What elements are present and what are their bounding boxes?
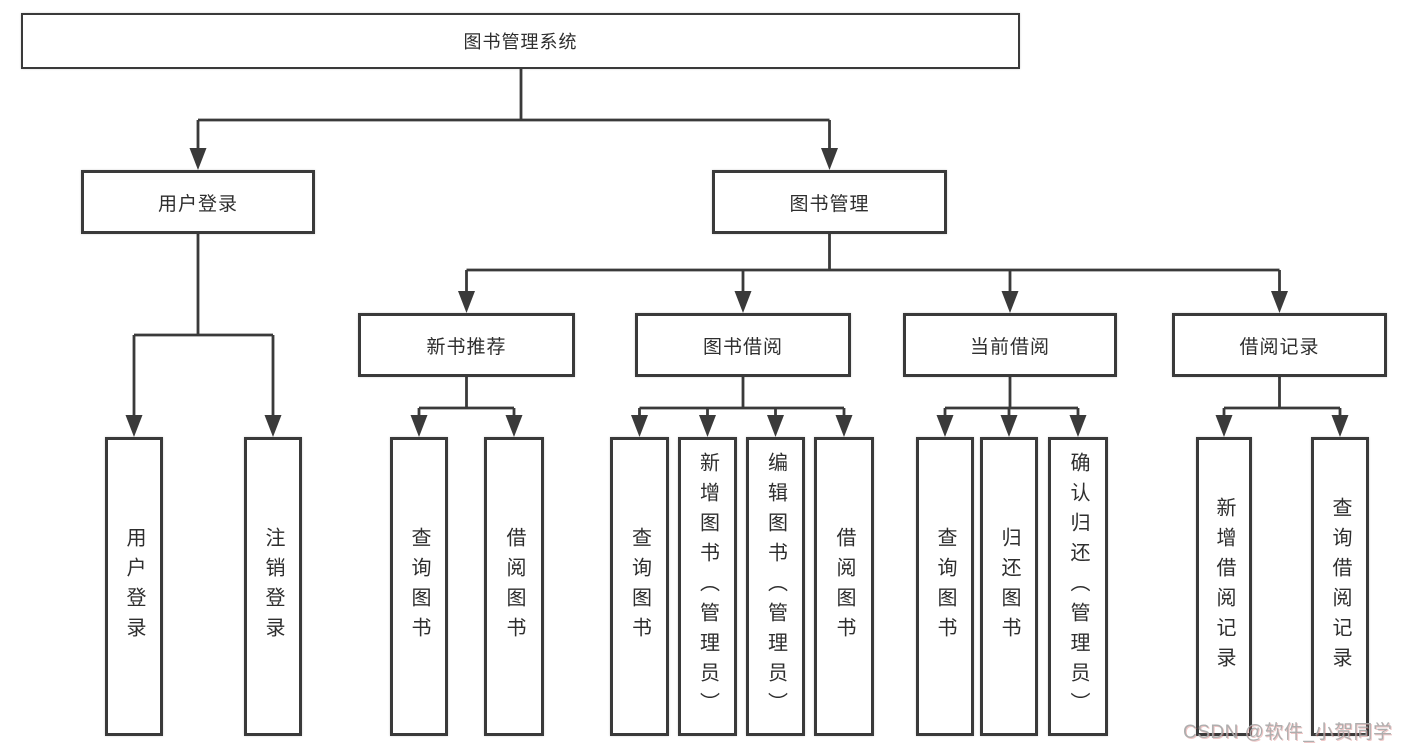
leaf-add-books-admin: 新增图书（管理员） [678, 437, 737, 736]
leaf-return-books: 归还图书 [980, 437, 1038, 736]
arrowhead [1069, 415, 1087, 437]
node-book-management: 图书管理 [712, 170, 947, 234]
leaf-add-borrow-record: 新增借阅记录 [1196, 437, 1252, 736]
node-current-borrow: 当前借阅 [903, 313, 1117, 377]
arrowhead [505, 415, 523, 437]
node-borrow-records: 借阅记录 [1172, 313, 1387, 377]
arrowhead [734, 291, 752, 313]
leaf-edit-books-admin: 编辑图书（管理员） [746, 437, 805, 736]
node-root: 图书管理系统 [21, 13, 1020, 69]
arrowhead [631, 415, 648, 437]
leaf-query-borrow-record: 查询借阅记录 [1311, 437, 1369, 736]
arrowhead [1271, 291, 1288, 313]
leaf-query-books-3: 查询图书 [916, 437, 974, 736]
leaf-logout: 注销登录 [244, 437, 302, 736]
arrowhead [835, 415, 853, 437]
leaf-borrow-books-1: 借阅图书 [484, 437, 544, 736]
arrowhead [189, 148, 207, 170]
arrowhead [1001, 291, 1019, 313]
arrowhead [1331, 415, 1349, 437]
leaf-borrow-books-2: 借阅图书 [814, 437, 874, 736]
arrowhead [410, 415, 428, 437]
leaf-query-books-1: 查询图书 [390, 437, 448, 736]
arrowhead [1215, 415, 1233, 437]
leaf-user-login: 用户登录 [105, 437, 163, 736]
leaf-query-books-2: 查询图书 [610, 437, 669, 736]
arrowhead [125, 415, 143, 437]
arrowhead [767, 415, 784, 437]
arrowhead [699, 415, 716, 437]
leaf-confirm-return-admin: 确认归还（管理员） [1048, 437, 1108, 736]
node-book-borrow: 图书借阅 [635, 313, 851, 377]
arrowhead [936, 415, 954, 437]
arrowhead [264, 415, 282, 437]
arrowhead [458, 291, 475, 313]
node-new-book-recommend: 新书推荐 [358, 313, 575, 377]
node-user-login: 用户登录 [81, 170, 315, 234]
arrowhead [821, 148, 838, 170]
watermark: CSDN @软件_小贺同学 [1183, 722, 1393, 743]
arrowhead [1000, 415, 1018, 437]
